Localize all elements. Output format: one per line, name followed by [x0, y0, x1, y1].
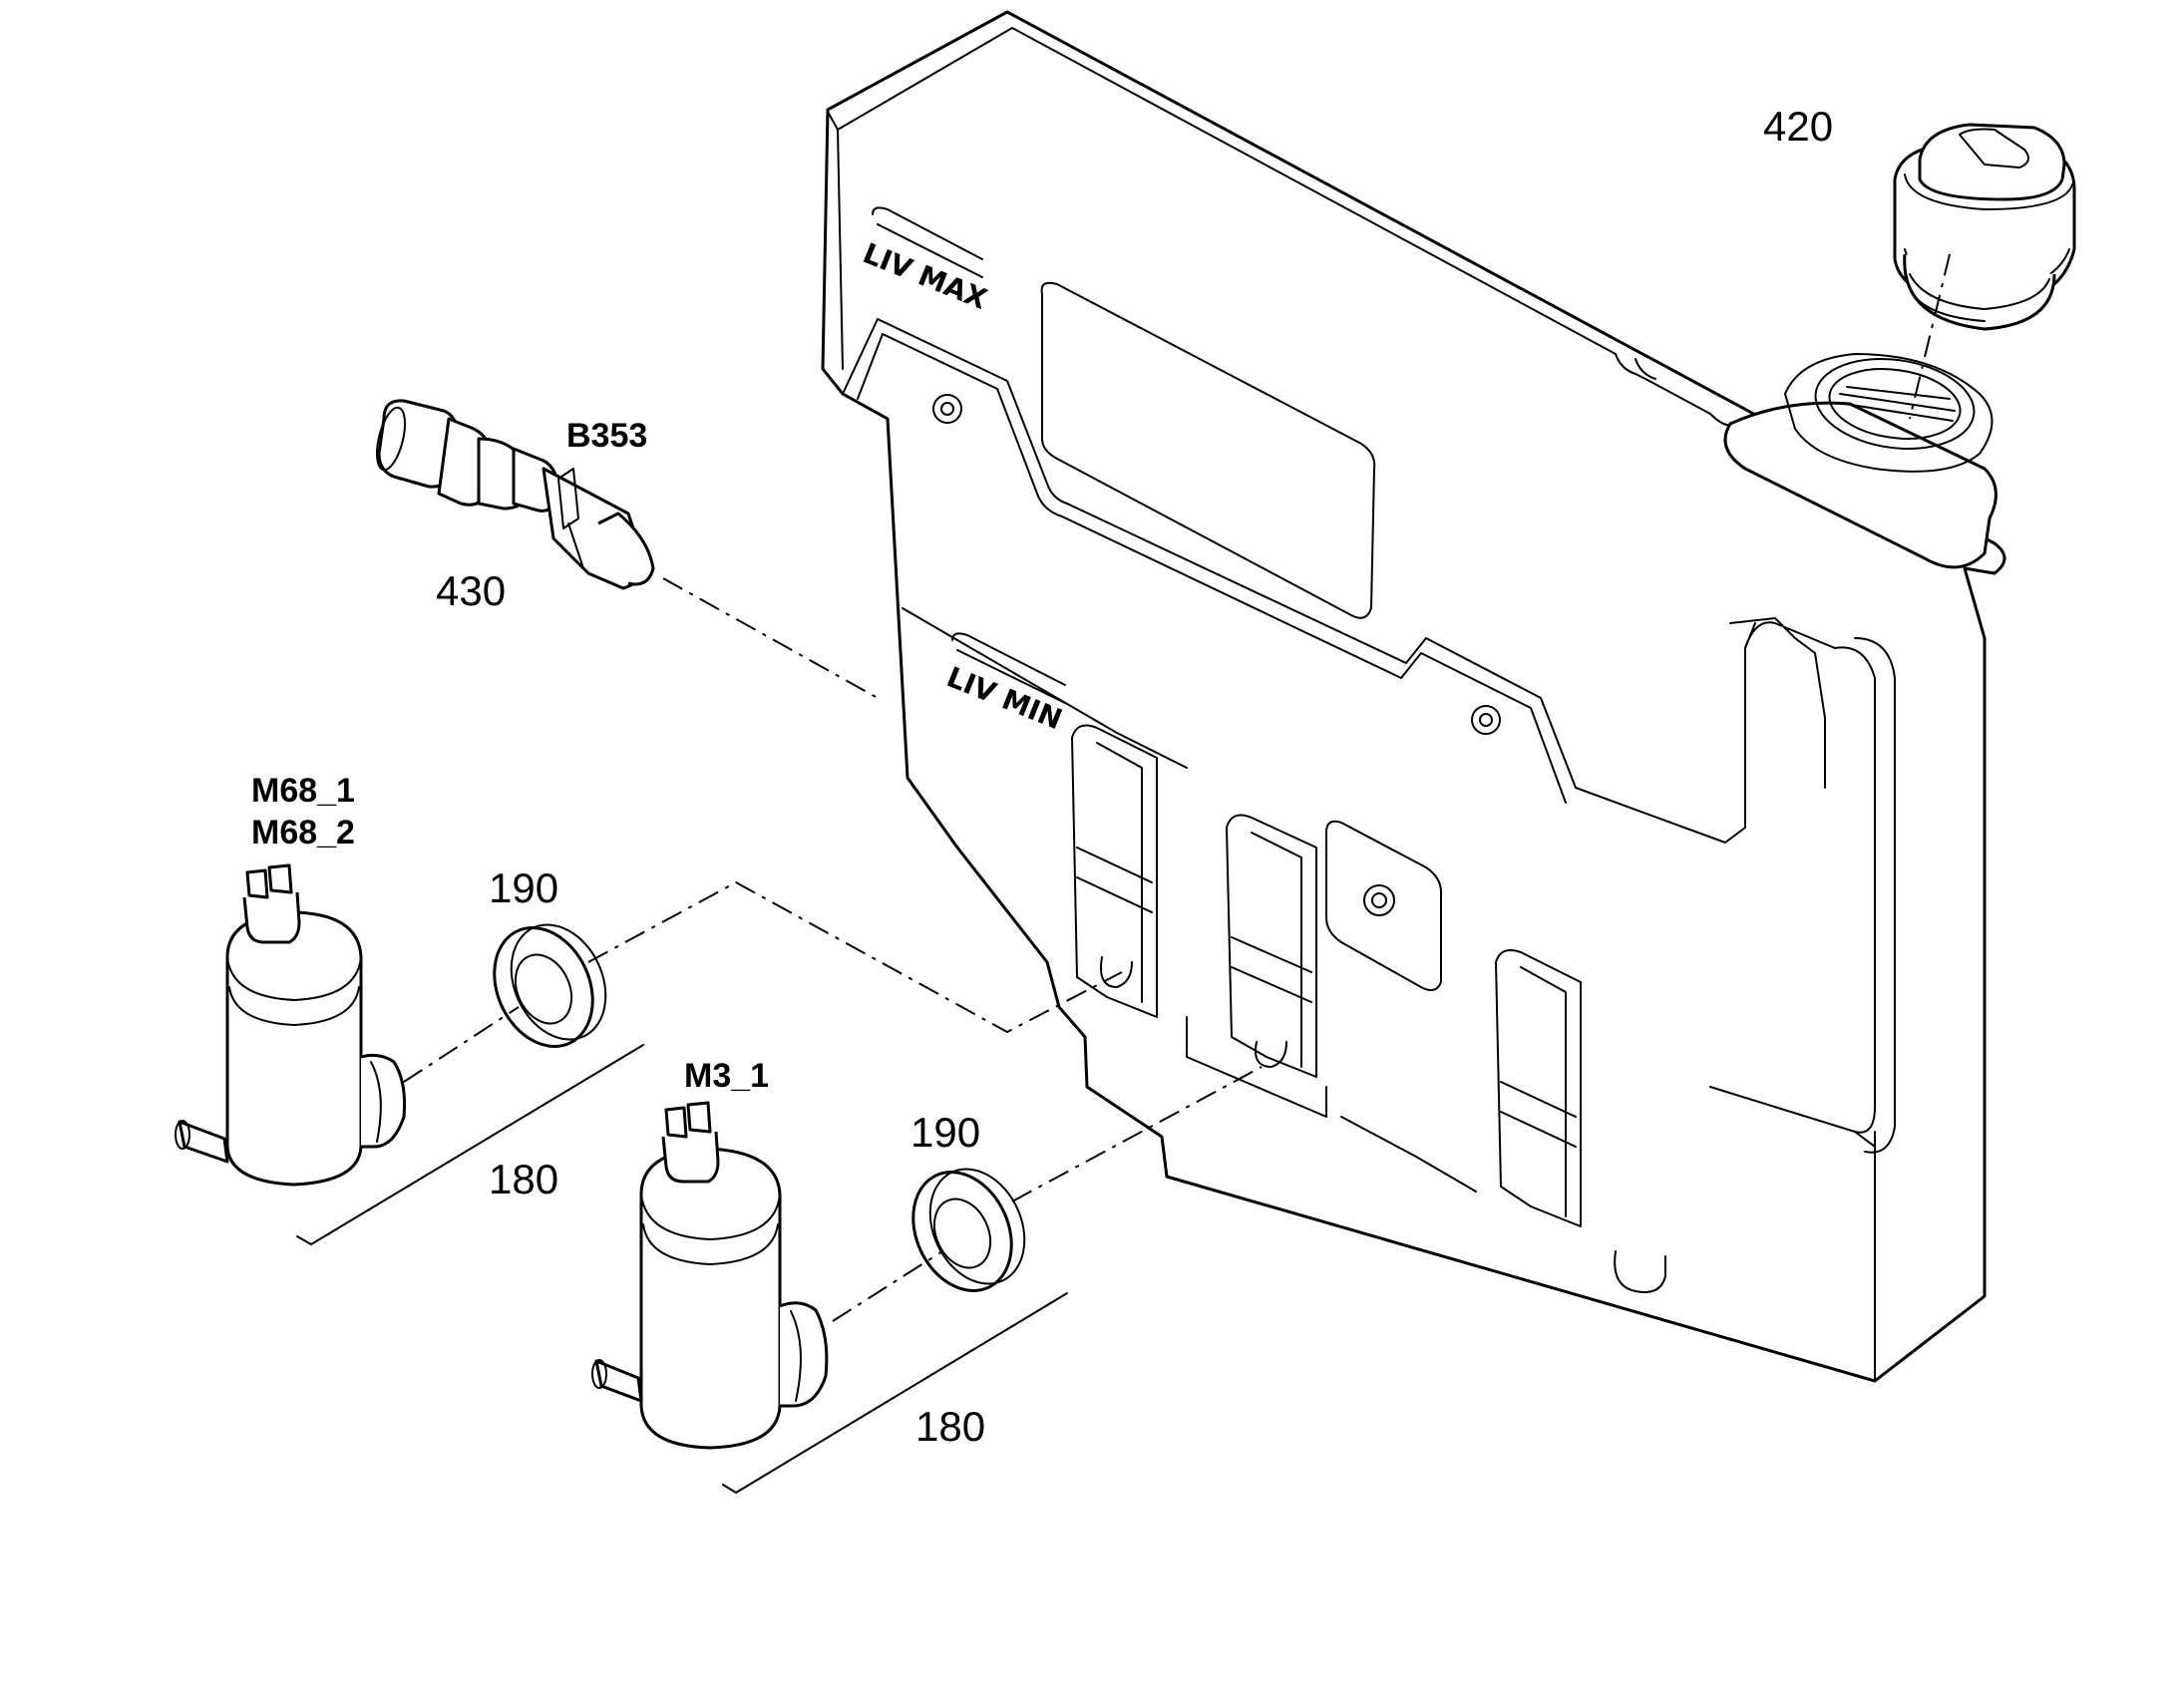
- callout-sensor-code: B353: [566, 417, 648, 455]
- level-sensor: [376, 399, 655, 590]
- callout-pump-upper-code-2: M68_2: [251, 814, 355, 852]
- center-lines: [403, 253, 1951, 1322]
- pump-upper: [175, 863, 406, 1187]
- callout-mount-lower: 180: [915, 1403, 986, 1450]
- washer-tank: [821, 10, 2006, 1383]
- pump-lower: [591, 1101, 829, 1450]
- callout-pump-upper-code-1: M68_1: [251, 772, 355, 810]
- grommet-lower: [911, 1168, 1026, 1292]
- callout-grommet-upper: 190: [489, 864, 559, 911]
- callout-sensor: 430: [436, 567, 507, 614]
- callout-grommet-lower: 190: [910, 1109, 981, 1156]
- callout-mount-upper: 180: [489, 1156, 559, 1202]
- callout-pump-lower-code: M3_1: [684, 1057, 770, 1095]
- bracket-lines: [296, 1044, 1068, 1494]
- filler-neck: [1723, 353, 1998, 569]
- callout-cap: 420: [1763, 103, 1834, 150]
- filler-cap: [1893, 123, 2076, 331]
- grommet-upper: [493, 923, 607, 1048]
